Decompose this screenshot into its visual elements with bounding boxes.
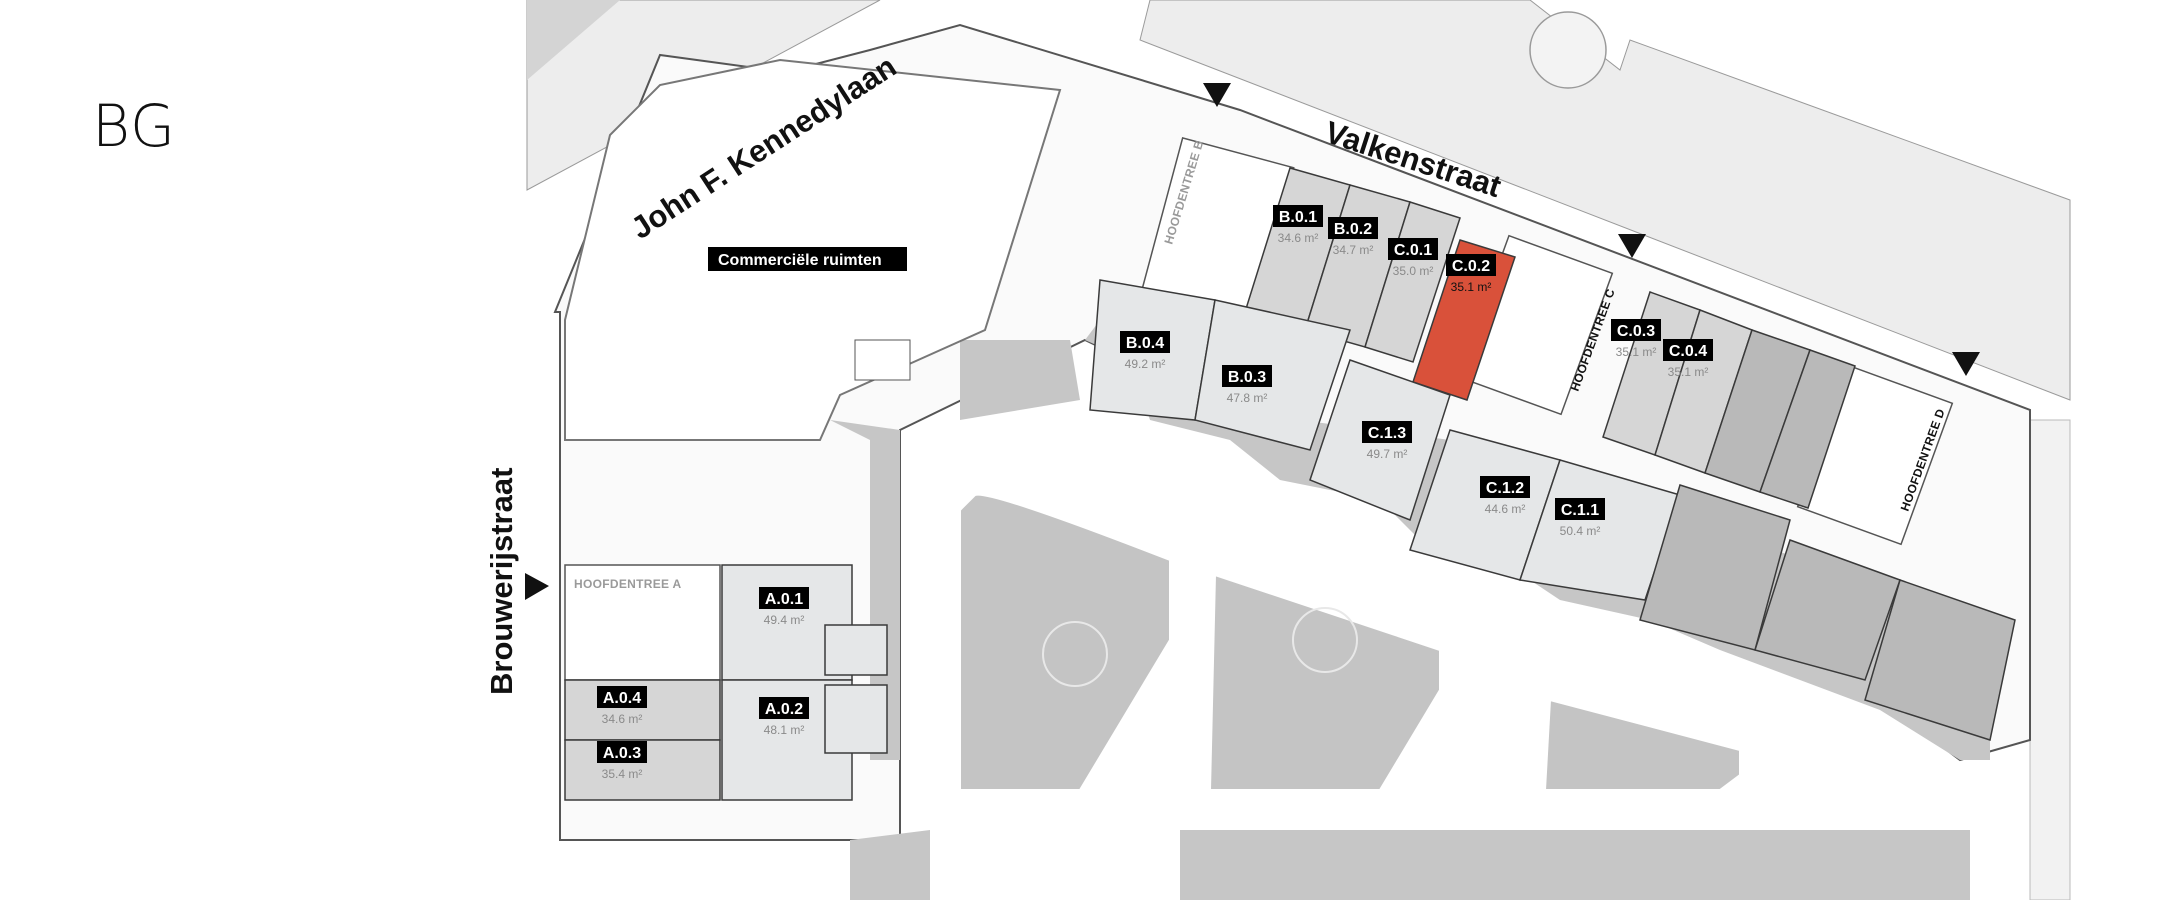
unit-area-a02: 48.1 m² [764, 723, 805, 737]
unit-id-b03[interactable]: B.0.3 [1228, 369, 1266, 386]
unit-id-a02[interactable]: A.0.2 [765, 701, 803, 718]
street-valkenstraat-band [1139, 0, 2071, 401]
unit-badge-c01[interactable] [1388, 238, 1438, 260]
unit-a-balcony1 [824, 624, 888, 676]
unit-id-a03[interactable]: A.0.3 [603, 745, 641, 762]
unit-area-c02: 35.1 m² [1451, 280, 1492, 294]
unit-id-c02[interactable]: C.0.2 [1452, 258, 1490, 275]
unit-id-b01[interactable]: B.0.1 [1279, 209, 1317, 226]
unit-badge-b04[interactable] [1120, 331, 1170, 353]
arrow-entrance-north-1 [1203, 83, 1231, 107]
commercial-badge [708, 247, 907, 271]
unit-area-c04: 35.1 m² [1668, 365, 1709, 379]
unit-badge-c13[interactable] [1362, 421, 1412, 443]
unit-badge-b03[interactable] [1222, 365, 1272, 387]
unit-badge-a02[interactable] [759, 697, 809, 719]
commercial-label: Commerciële ruimten [718, 252, 882, 269]
unit-area-a03: 35.4 m² [602, 767, 643, 781]
unit-area-b04: 49.2 m² [1125, 357, 1166, 371]
unit-shapes [1244, 167, 1856, 509]
roundabout [1529, 11, 1607, 89]
unit-id-c04[interactable]: C.0.4 [1669, 343, 1707, 360]
unit-shape-extra2 [1759, 349, 1856, 509]
unit-area-b01: 34.6 m² [1278, 231, 1319, 245]
entrance-arrows [525, 83, 1980, 600]
arrow-entrance-north-2 [1618, 234, 1646, 258]
unit-area-c11: 50.4 m² [1560, 524, 1601, 538]
unit-id-c12[interactable]: C.1.2 [1486, 480, 1524, 497]
stairs-commercial [854, 339, 911, 381]
unit-id-a01[interactable]: A.0.1 [765, 591, 803, 608]
unit-badge-c11[interactable] [1555, 498, 1605, 520]
floor-label: BG [92, 92, 176, 160]
unit-badge-b02[interactable] [1328, 217, 1378, 239]
unit-area-a04: 34.6 m² [602, 712, 643, 726]
unit-shape-c02[interactable] [1412, 239, 1516, 401]
unit-area-b03: 47.8 m² [1227, 391, 1268, 405]
unit-id-c01[interactable]: C.0.1 [1394, 242, 1432, 259]
core-a [564, 564, 721, 681]
street-label-brouwerijstraat: Brouwerijstraat [484, 468, 519, 695]
unit-shape-c11[interactable] [1519, 459, 1681, 601]
unit-area-c12: 44.6 m² [1485, 502, 1526, 516]
unit-badge-c12[interactable] [1480, 476, 1530, 498]
street-kennedylaan-inner [527, 0, 620, 80]
unit-area-c13: 49.7 m² [1367, 447, 1408, 461]
unit-id-b04[interactable]: B.0.4 [1126, 335, 1164, 352]
unit-area-c03: 35.1 m² [1616, 345, 1657, 359]
unit-badge-c02[interactable] [1446, 254, 1496, 276]
unit-badge-b01[interactable] [1273, 205, 1323, 227]
unit-area-a01: 49.4 m² [764, 613, 805, 627]
unit-id-c13[interactable]: C.1.3 [1368, 425, 1406, 442]
unit-id-a04[interactable]: A.0.4 [603, 690, 641, 707]
unit-badge-c04[interactable] [1663, 339, 1713, 361]
unit-badges: B.0.1 34.6 m² B.0.2 34.7 m² C.0.1 35.0 m² C.0.… [597, 205, 1713, 781]
unit-badge-a04[interactable] [597, 686, 647, 708]
east-road [2029, 419, 2071, 900]
courtyards [959, 493, 1741, 791]
unit-badge-a03[interactable] [597, 741, 647, 763]
unit-shape-south-grey2 [1754, 539, 1901, 681]
unit-id-c03[interactable]: C.0.3 [1617, 323, 1655, 340]
arrow-entrance-west [525, 573, 549, 600]
unit-area-c01: 35.0 m² [1393, 264, 1434, 278]
unit-id-c11[interactable]: C.1.1 [1561, 502, 1599, 519]
unit-shapes-a [564, 564, 888, 801]
unit-shape-south-grey3 [1864, 579, 2016, 741]
entrance-label-a: HOOFDENTREE A [574, 577, 681, 591]
unit-shape-b03[interactable] [1194, 299, 1351, 451]
unit-area-b02: 34.7 m² [1333, 243, 1374, 257]
unit-badge-c03[interactable] [1611, 319, 1661, 341]
unit-id-b02[interactable]: B.0.2 [1334, 221, 1372, 238]
unit-badge-a01[interactable] [759, 587, 809, 609]
arrow-entrance-north-3 [1952, 352, 1980, 376]
unit-a-balcony2 [824, 684, 888, 754]
